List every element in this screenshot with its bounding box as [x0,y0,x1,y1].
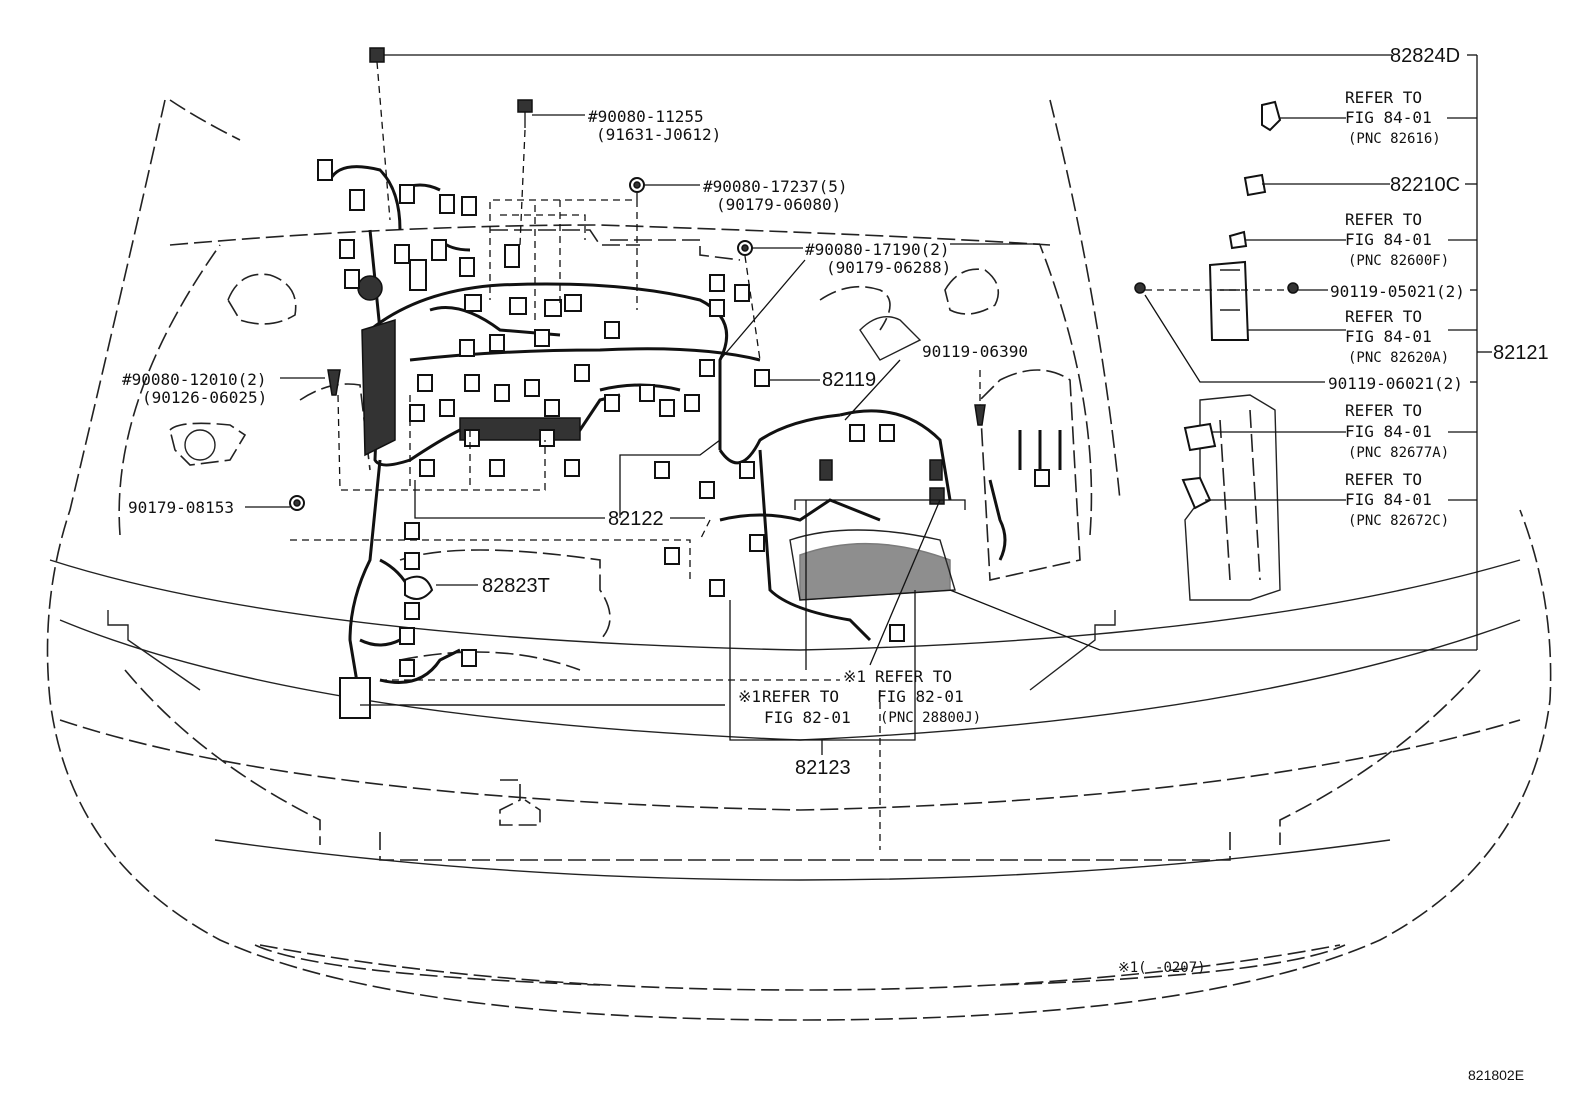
label-90080-12010: #90080-12010(2) [122,370,267,389]
label-82119: 82119 [822,369,876,391]
refer-to-text: REFER TO [1345,401,1422,420]
label-90126-06025: (90126-06025) [142,388,267,407]
fig-82-01-ref: FIG 82-01 [877,687,964,706]
footnote: ※1( -0207) [1118,960,1206,976]
engine-parts [299,229,1081,601]
label-90119-06390: 90119-06390 [922,342,1028,361]
refer-to-text: REFER TO [1345,88,1422,107]
fig-82-01-ref: FIG 82-01 [764,708,851,727]
fig-ref-text: FIG 84-01 [1345,108,1432,127]
fig-ref-text: FIG 84-01 [1345,327,1432,346]
label-90179-08153: 90179-08153 [128,498,234,517]
refer-to-text: REFER TO [1345,307,1422,326]
refer-to-text: REFER TO [762,687,839,706]
label-91631-j0612: (91631-J0612) [596,125,721,144]
pnc-82672c: (PNC 82672C) [1348,513,1449,529]
refer-to-text: REFER TO [1345,210,1422,229]
label-82122: 82122 [608,508,664,530]
label-82210c: 82210C [1390,174,1460,196]
fig-ref-text: FIG 84-01 [1345,422,1432,441]
pnc-82616: (PNC 82616) [1348,131,1441,147]
leader-lines [245,54,1492,850]
pnc-82677a: (PNC 82677A) [1348,445,1449,461]
car-body-outline [46,99,1552,1021]
pnc-28800j: (PNC 28800J) [880,710,981,726]
fig-ref-text: FIG 84-01 [1345,490,1432,509]
label-90179-06288: (90179-06288) [826,258,951,277]
label-82121: 82121 [1493,342,1549,364]
right-side-parts [1181,100,1282,601]
wire-harness [328,165,1062,701]
label-90080-17190: #90080-17190(2) [805,240,950,259]
pnc-82620a: (PNC 82620A) [1348,350,1449,366]
label-82823t: 82823T [482,575,550,597]
note-mark-1: ※1 [843,667,866,686]
label-90080-11255: #90080-11255 [588,107,704,126]
note-mark-1: ※1 [738,687,761,706]
label-90119-05021: 90119-05021(2) [1330,282,1465,301]
diagram-id: 821802E [1468,1067,1524,1083]
refer-to-text: REFER TO [875,667,952,686]
fig-ref-text: FIG 84-01 [1345,230,1432,249]
label-90119-06021: 90119-06021(2) [1328,374,1463,393]
refer-to-text: REFER TO [1345,470,1422,489]
label-82123: 82123 [795,757,851,779]
label-90179-06080: (90179-06080) [716,195,841,214]
pnc-82600f: (PNC 82600F) [1348,253,1449,269]
part-labels: 82824D #90080-11255 (91631-J0612) #90080… [122,45,1549,1083]
label-82824d: 82824D [1390,45,1460,67]
fasteners [289,99,1299,511]
connectors [317,47,1050,719]
label-90080-17237: #90080-17237(5) [703,177,848,196]
